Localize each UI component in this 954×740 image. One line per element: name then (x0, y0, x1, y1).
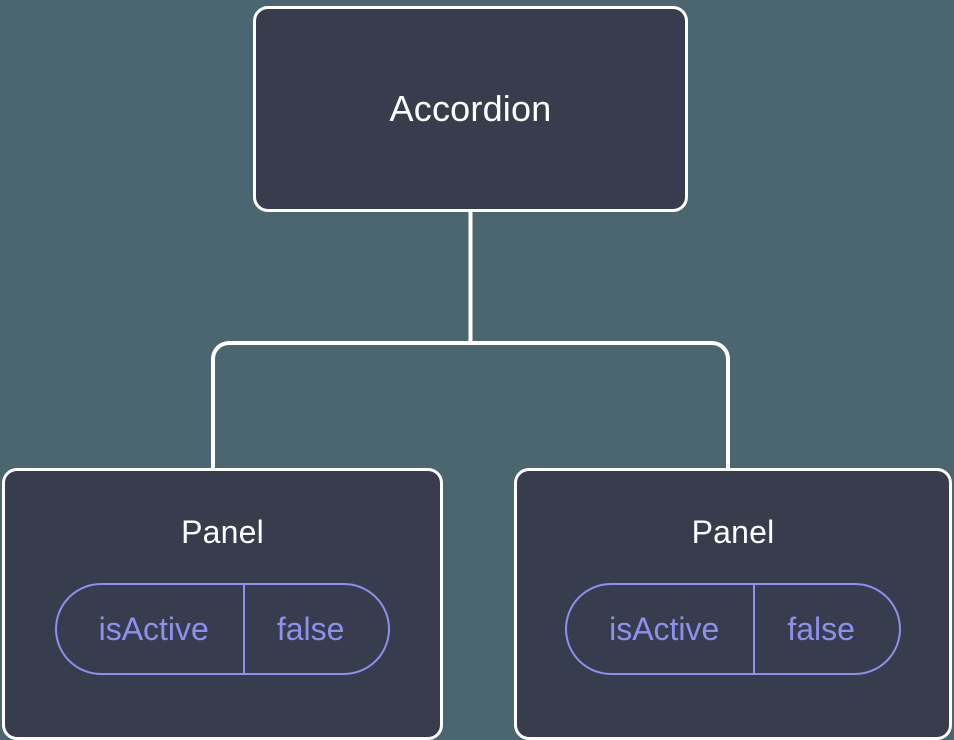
node-panel-1[interactable]: Panel isActive false (2, 468, 443, 740)
node-accordion[interactable]: Accordion (253, 6, 688, 212)
node-panel-2-prop-key: isActive (567, 585, 756, 673)
node-panel-1-prop-value: false (276, 611, 345, 647)
node-panel-2[interactable]: Panel isActive false (514, 468, 952, 740)
node-panel-1-prop-key: isActive (57, 585, 245, 673)
node-panel-2-prop-value: false (787, 611, 855, 647)
node-panel-1-title: Panel (181, 514, 264, 550)
node-accordion-title: Accordion (389, 88, 552, 129)
node-panel-2-title: Panel (691, 514, 775, 550)
connector-branch-right (470, 341, 730, 470)
node-panel-1-prop-badge[interactable]: isActive false (54, 583, 391, 675)
node-panel-2-prop-badge[interactable]: isActive false (565, 583, 901, 675)
connector-branch-left (211, 341, 471, 470)
